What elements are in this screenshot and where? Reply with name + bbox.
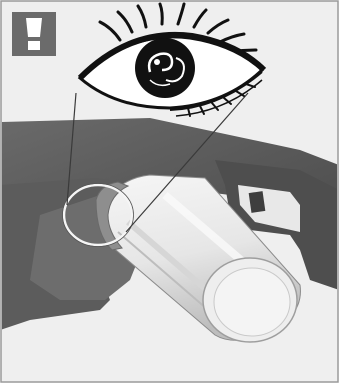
caution-icon: [26, 18, 42, 50]
cylinder-end-cap-inner: [214, 268, 290, 336]
frame-bracket-tab: [249, 191, 266, 213]
caution-badge: [12, 12, 56, 56]
